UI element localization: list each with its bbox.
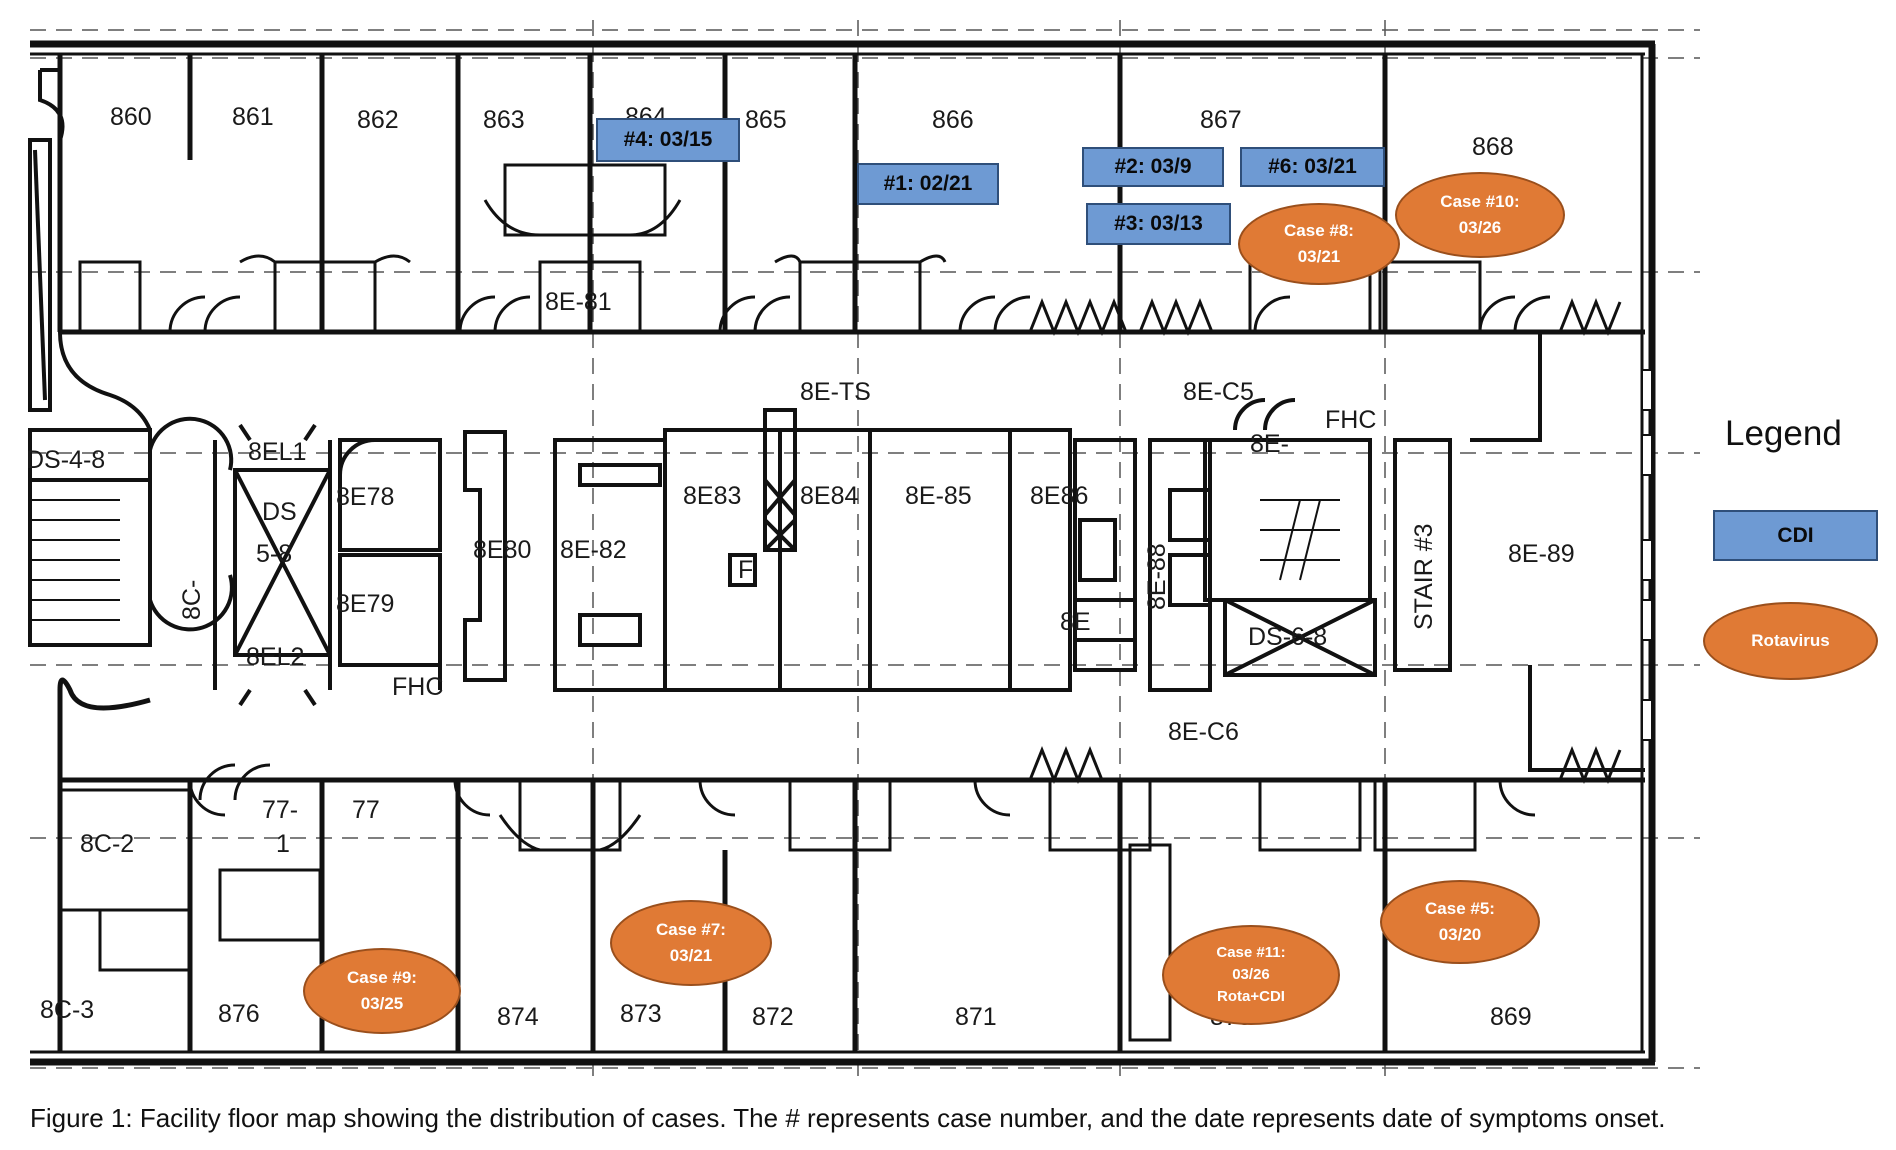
rota-case-7-title: Case #7: (656, 920, 726, 939)
room-8C: 8C- (178, 580, 206, 620)
bottom-room-walls (57, 677, 1645, 1052)
room-8E-81: 8E-81 (545, 288, 612, 316)
rota-case-10: Case #10: 03/26 (1395, 172, 1565, 258)
cdi-case-3: #3: 03/13 (1086, 203, 1231, 245)
rota-case-9-date: 03/25 (360, 994, 404, 1013)
room-8E79: 8E79 (336, 590, 394, 618)
room-8E86: 8E86 (1030, 482, 1088, 510)
room-DS: DS (262, 498, 297, 526)
rota-case-11-note: Rota+CDI (1217, 988, 1285, 1005)
room-DS-4-8: DS-4-8 (26, 446, 105, 474)
room-869: 869 (1490, 1003, 1532, 1031)
room-862: 862 (357, 106, 399, 134)
room-8C-3: 8C-3 (40, 996, 94, 1024)
legend-cdi-swatch: CDI (1713, 510, 1878, 561)
rota-case-5-title: Case #5: (1425, 899, 1495, 918)
room-8E87: 8E (1060, 608, 1091, 636)
top-door-swings (168, 295, 1622, 337)
room-8EL1: 8EL1 (248, 438, 306, 466)
room-8E-88: 8E-88 (1143, 543, 1171, 610)
floor-plan: 860 861 862 863 864 865 866 867 868 8E-8… (26, 20, 1700, 1080)
grid-lines (30, 20, 1700, 1080)
room-FHC-bottom: FHC (392, 673, 443, 701)
room-876: 876 (218, 1000, 260, 1028)
figure-caption: Figure 1: Facility floor map showing the… (30, 1103, 1666, 1133)
room-868: 868 (1472, 133, 1514, 161)
bottom-bathrooms (58, 745, 1622, 1042)
room-stair-3: STAIR #3 (1410, 523, 1438, 630)
room-8E-: 8E- (1250, 430, 1289, 458)
room-863: 863 (483, 106, 525, 134)
room-874: 874 (497, 1003, 539, 1031)
rota-case-10-date: 03/26 (1458, 218, 1502, 237)
legend-rotavirus-swatch: Rotavirus (1703, 602, 1878, 680)
room-77-: 77- (262, 796, 298, 824)
core-rooms (338, 332, 1645, 772)
room-8E-82: 8E-82 (560, 536, 627, 564)
left-core (28, 68, 332, 707)
room-871: 871 (955, 1003, 997, 1031)
rota-case-9-title: Case #9: (347, 968, 417, 987)
rota-case-10-title: Case #10: (1440, 192, 1520, 211)
room-8E80: 8E80 (473, 536, 531, 564)
rota-case-11-title: Case #11: (1216, 944, 1286, 961)
room-8EL2: 8EL2 (246, 643, 304, 671)
rota-case-7: Case #7: 03/21 (610, 900, 772, 986)
top-bathrooms (78, 163, 1482, 334)
rota-case-7-date: 03/21 (669, 946, 713, 965)
rota-case-5-date: 03/20 (1438, 925, 1482, 944)
room-5-8: 5-8 (256, 540, 292, 568)
rota-case-11: Case #11: 03/26 Rota+CDI (1162, 925, 1340, 1025)
rota-case-8-date: 03/21 (1297, 247, 1341, 266)
rota-case-8: Case #8: 03/21 (1238, 203, 1400, 285)
room-867: 867 (1200, 106, 1242, 134)
cdi-case-2: #2: 03/9 (1082, 147, 1224, 187)
room-861: 861 (232, 103, 274, 131)
right-wall-windows (1641, 369, 1653, 741)
room-8E-C5: 8E-C5 (1183, 378, 1254, 406)
legend-rotavirus-label: Rotavirus (1751, 631, 1830, 650)
room-F: F (738, 556, 753, 584)
room-8E-89: 8E-89 (1508, 540, 1575, 568)
room-8C-2: 8C-2 (80, 830, 134, 858)
room-8E-85: 8E-85 (905, 482, 972, 510)
room-8E84: 8E84 (800, 482, 858, 510)
cdi-case-1: #1: 02/21 (857, 163, 999, 205)
room-8E-TS: 8E-TS (800, 378, 871, 406)
cdi-case-6: #6: 03/21 (1240, 147, 1385, 187)
room-866: 866 (932, 106, 974, 134)
room-860: 860 (110, 103, 152, 131)
room-8E78: 8E78 (336, 483, 394, 511)
rota-case-9: Case #9: 03/25 (303, 948, 461, 1034)
room-8E-C6: 8E-C6 (1168, 718, 1239, 746)
room-865: 865 (745, 106, 787, 134)
room-77-1: 1 (276, 830, 290, 858)
room-8E83: 8E83 (683, 482, 741, 510)
room-FHC-top: FHC (1325, 406, 1376, 434)
rota-case-11-date: 03/26 (1232, 966, 1270, 983)
room-873: 873 (620, 1000, 662, 1028)
cdi-case-4: #4: 03/15 (596, 118, 740, 162)
room-77: 77 (352, 796, 380, 824)
legend-title: Legend (1725, 414, 1842, 453)
room-DS-6-8: DS-6-8 (1248, 623, 1327, 651)
room-872: 872 (752, 1003, 794, 1031)
rota-case-8-title: Case #8: (1284, 221, 1354, 240)
rota-case-5: Case #5: 03/20 (1380, 880, 1540, 964)
